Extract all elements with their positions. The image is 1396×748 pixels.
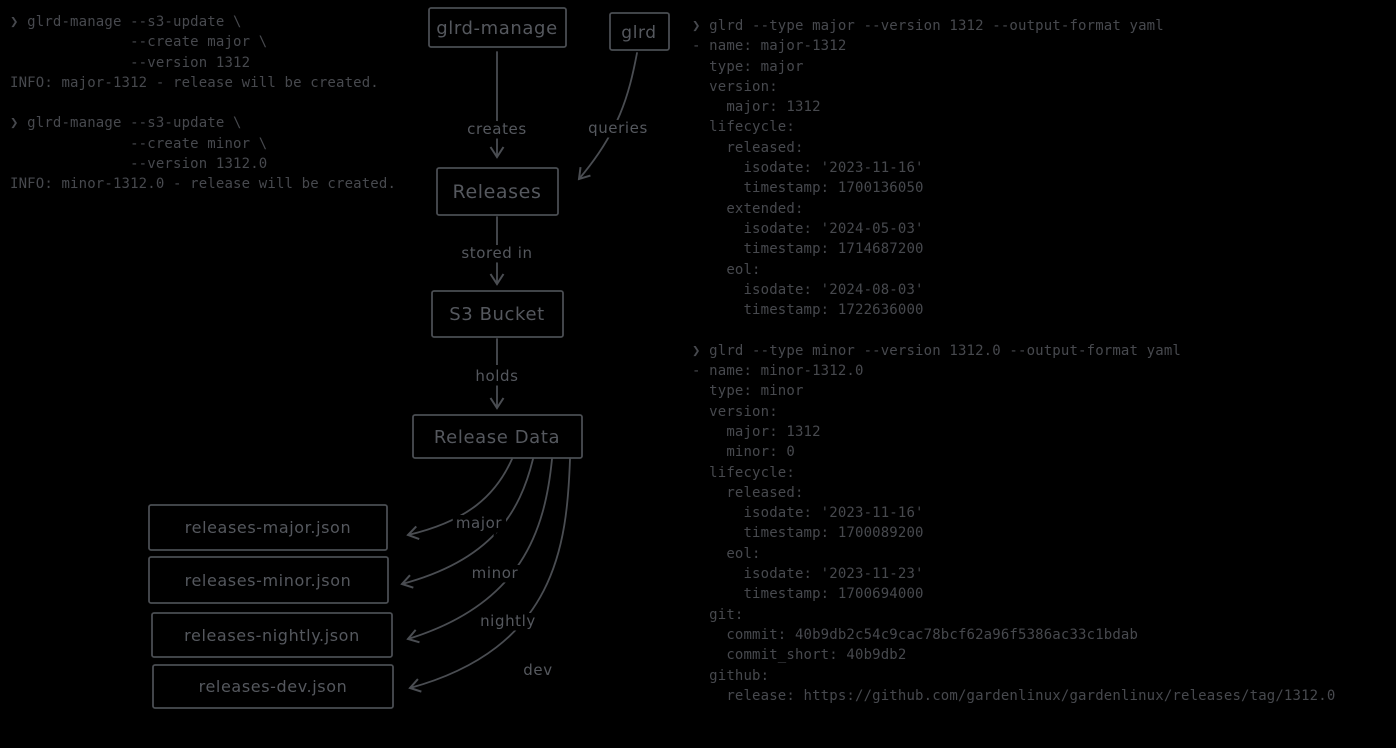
- node-releases-dev-json: releases-dev.json: [152, 664, 394, 709]
- node-glrd-manage: glrd-manage: [428, 7, 567, 48]
- node-releases-minor-json: releases-minor.json: [148, 556, 389, 604]
- edge-label-minor: minor: [472, 564, 519, 582]
- node-glrd: glrd: [609, 12, 670, 51]
- edge-nightly-arrow: [406, 458, 553, 644]
- edge-major-arrow: [406, 458, 513, 540]
- node-releases: Releases: [436, 167, 559, 216]
- node-s3-bucket: S3 Bucket: [431, 290, 564, 338]
- terminal-output-glrd-manage: ❯ glrd-manage --s3-update \ --create maj…: [10, 14, 397, 193]
- node-releases-dev-json-label: releases-dev.json: [199, 677, 348, 696]
- edge-label-nightly: nightly: [480, 612, 536, 630]
- node-releases-nightly-json-label: releases-nightly.json: [184, 626, 360, 645]
- node-release-data: Release Data: [412, 414, 583, 459]
- edge-label-holds: holds: [475, 367, 518, 385]
- node-release-data-label: Release Data: [434, 427, 560, 448]
- edge-dev-arrow: [408, 458, 571, 693]
- edge-minor-arrow: [400, 458, 534, 589]
- node-releases-label: Releases: [453, 181, 542, 203]
- edge-label-major: major: [456, 514, 503, 532]
- edge-queries-arrow: [577, 52, 638, 181]
- node-s3-bucket-label: S3 Bucket: [449, 304, 545, 325]
- node-releases-nightly-json: releases-nightly.json: [151, 612, 393, 658]
- edge-label-queries: queries: [588, 119, 648, 137]
- node-releases-major-json: releases-major.json: [148, 504, 388, 551]
- node-glrd-label: glrd: [621, 23, 656, 43]
- edge-label-creates: creates: [467, 120, 527, 138]
- edge-label-dev: dev: [523, 661, 552, 679]
- edge-label-stored-in: stored in: [461, 244, 532, 262]
- node-releases-major-json-label: releases-major.json: [185, 518, 351, 537]
- node-glrd-manage-label: glrd-manage: [436, 18, 558, 39]
- terminal-output-glrd-query: ❯ glrd --type major --version 1312 --out…: [692, 18, 1336, 704]
- node-releases-minor-json-label: releases-minor.json: [185, 571, 352, 590]
